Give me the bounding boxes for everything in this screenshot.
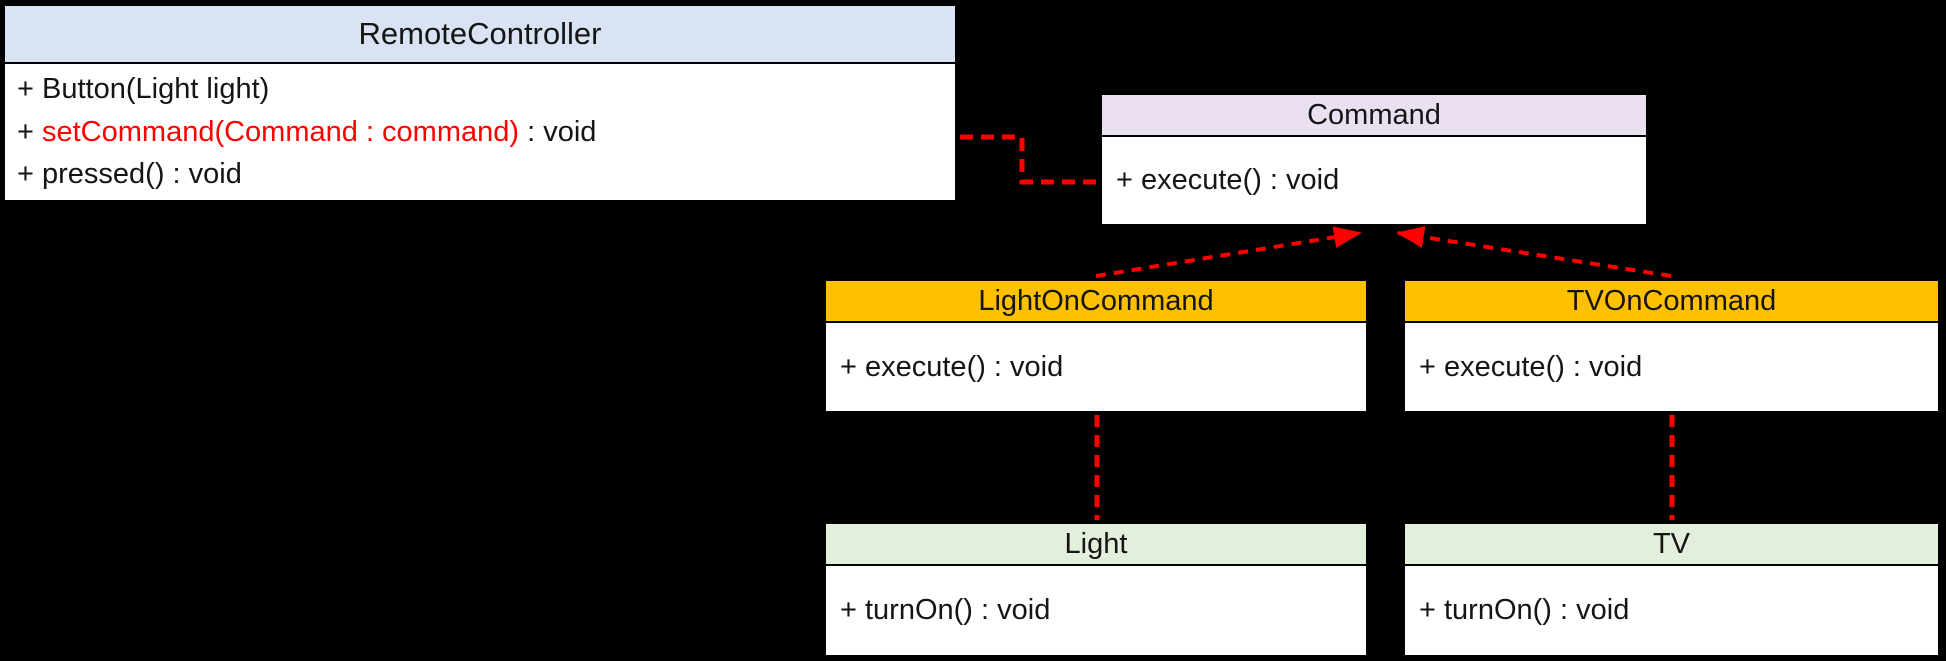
method-turnon: + turnOn() : void: [1405, 566, 1938, 655]
class-body-tvoncommand: + execute() : void: [1405, 323, 1938, 411]
class-box-tvoncommand: TVOnCommand + execute() : void: [1403, 279, 1940, 413]
class-title-tv: TV: [1652, 527, 1691, 560]
method-turnon: + turnOn() : void: [1419, 594, 1630, 626]
class-header-remotecontroller: RemoteController: [5, 6, 955, 64]
class-title-light: Light: [1064, 527, 1128, 560]
method-execute: + execute() : void: [1116, 164, 1340, 196]
class-box-light: Light + turnOn() : void: [824, 522, 1368, 657]
association-remotecontroller-command: [960, 134, 1098, 185]
class-header-tv: TV: [1405, 524, 1938, 566]
method-pressed: + pressed() : void: [17, 157, 242, 190]
method-setcommand-suffix: : void: [519, 115, 597, 148]
class-header-tvoncommand: TVOnCommand: [1405, 281, 1938, 323]
realization-lightoncommand-command: [1095, 226, 1362, 278]
method-execute: + execute() : void: [840, 350, 1064, 383]
method-turnon: + turnOn() : void: [840, 594, 1051, 626]
realization-tvoncommand-command: [1396, 226, 1672, 278]
class-title-command: Command: [1307, 98, 1441, 131]
class-body-light: + turnOn() : void: [826, 566, 1366, 655]
class-box-remotecontroller: RemoteController + Button(Light light) +…: [2, 3, 958, 203]
class-body-lightoncommand: + execute() : void: [826, 323, 1366, 411]
method-execute: + execute() : void: [1419, 350, 1643, 383]
class-box-tv: TV + turnOn() : void: [1403, 522, 1940, 657]
class-header-light: Light: [826, 524, 1366, 566]
class-header-lightoncommand: LightOnCommand: [826, 281, 1366, 323]
class-header-command: Command: [1102, 95, 1646, 137]
class-title-tvoncommand: TVOnCommand: [1566, 284, 1777, 317]
class-box-lightoncommand: LightOnCommand + execute() : void: [824, 279, 1368, 413]
class-body-command: + execute() : void: [1102, 137, 1646, 224]
class-body-remotecontroller: + Button(Light light) + setCommand(Comma…: [5, 64, 955, 200]
class-title-lightoncommand: LightOnCommand: [978, 284, 1214, 317]
class-box-command: Command + execute() : void: [1100, 93, 1648, 226]
class-title-remotecontroller: RemoteController: [358, 16, 602, 51]
method-setcommand: + setCommand(Command : command) : void: [17, 116, 955, 149]
method-setcommand-prefix: +: [17, 115, 42, 148]
method-setcommand-highlight: setCommand(Command : command): [42, 115, 520, 148]
method-button: + Button(Light light): [17, 73, 270, 106]
